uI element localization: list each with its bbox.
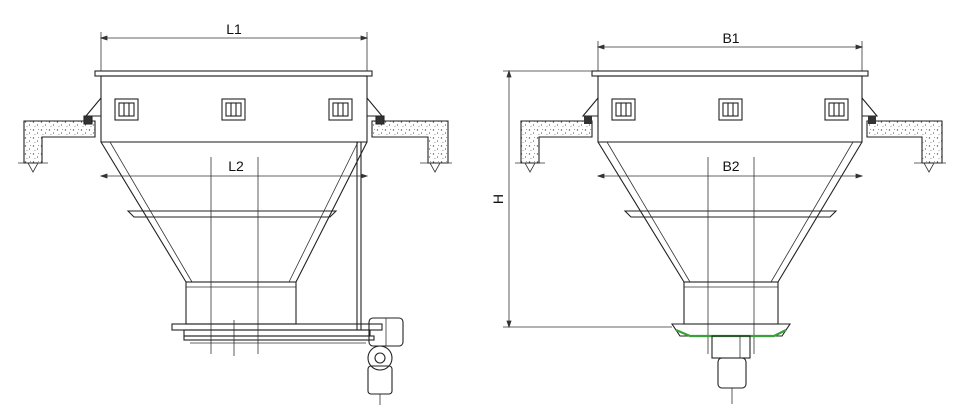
window-2	[221, 98, 246, 121]
label-B1: B1	[722, 30, 739, 46]
drive-motor-2	[711, 335, 751, 404]
label-L1: L1	[226, 21, 242, 37]
dim-B1: B1	[596, 30, 864, 71]
side-view: B1 B2 H	[490, 30, 946, 404]
concrete-slab-right	[371, 120, 449, 164]
label-B2: B2	[722, 158, 739, 174]
window-4	[611, 98, 636, 121]
dim-H: H	[490, 69, 672, 329]
hopper-cone-2	[597, 141, 863, 283]
label-L2: L2	[228, 158, 244, 174]
green-seal	[675, 328, 787, 338]
dim-L1: L1	[99, 21, 369, 71]
window-1	[114, 98, 139, 121]
upper-box-2	[597, 75, 863, 143]
window-3	[328, 98, 353, 121]
dim-L2: L2	[99, 158, 369, 179]
window-6	[824, 98, 849, 121]
hopper-cone	[100, 141, 368, 283]
upper-box	[100, 75, 368, 143]
drive-motor	[367, 317, 404, 405]
concrete-slab-right-2	[866, 120, 943, 164]
outlet-neck	[185, 281, 297, 325]
front-view: L1 L2	[18, 21, 452, 405]
top-flange	[94, 70, 373, 77]
label-H: H	[490, 194, 506, 204]
window-5	[718, 98, 743, 121]
concrete-slab-left	[23, 120, 96, 164]
concrete-slab-left-2	[520, 120, 593, 164]
dim-B2: B2	[596, 158, 864, 179]
